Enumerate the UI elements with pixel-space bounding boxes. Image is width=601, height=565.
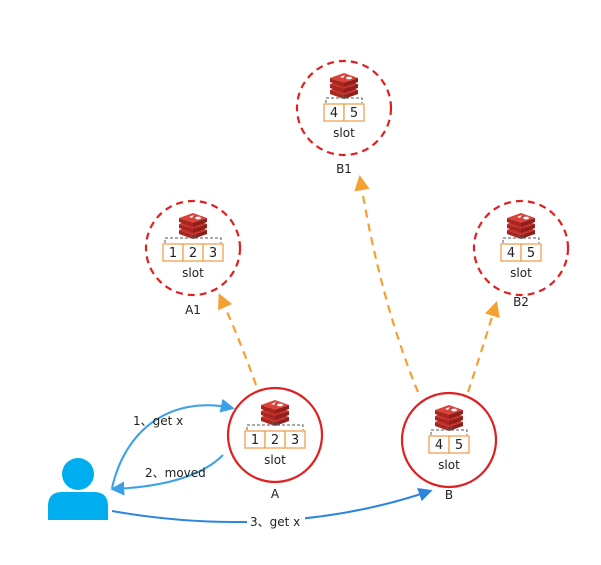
redis-icon: [261, 400, 289, 426]
migrate-arrow-b-to-b2: [466, 301, 500, 393]
user-icon: [48, 458, 108, 520]
slot-cell: [202, 243, 224, 262]
slot-bracket-tick: [445, 426, 453, 431]
slot-value: 1: [251, 433, 259, 448]
slot-value: 5: [455, 438, 463, 453]
slot-value: 1: [169, 246, 177, 261]
slot-caption: slot: [264, 453, 286, 467]
slot-caption: slot: [438, 458, 460, 472]
slot-cell: [284, 430, 306, 449]
slot-bracket-tick: [271, 421, 279, 426]
slot-caption: slot: [333, 126, 355, 140]
step2-label: 2、moved: [145, 466, 206, 480]
node-label-b: B: [445, 488, 453, 502]
step3-label: 3、get x: [250, 515, 300, 529]
slot-cell: [448, 435, 470, 454]
node-label-a: A: [271, 487, 280, 501]
step3-label-bg: [247, 514, 305, 530]
migrate-arrow-b-to-b1: [354, 174, 420, 393]
request-arrow-get-x-to-a: [111, 398, 235, 489]
slot-value: 5: [350, 106, 358, 121]
slot-bracket-tick: [517, 234, 525, 239]
node-label-a1: A1: [185, 303, 201, 317]
node-label-b1: B1: [336, 162, 352, 176]
redis-icon: [435, 405, 463, 431]
slot-bracket-tick: [340, 94, 348, 99]
node-label-b2: B2: [513, 295, 529, 309]
migrate-arrow-a-to-a1: [218, 293, 258, 386]
redis-icon: [507, 213, 535, 239]
slot-cell: [520, 243, 542, 262]
response-arrow-moved-to-client: [110, 454, 224, 496]
slot-value: 4: [435, 438, 443, 453]
slot-caption: slot: [510, 266, 532, 280]
slot-caption: slot: [182, 266, 204, 280]
step1-label: 1、get x: [133, 414, 183, 428]
slot-value: 3: [209, 246, 217, 261]
redis-icon: [330, 73, 358, 99]
slot-cell: [343, 103, 365, 122]
slot-bracket-tick: [189, 234, 197, 239]
slot-value: 2: [189, 246, 197, 261]
slot-value: 2: [271, 433, 279, 448]
slot-value: 4: [330, 106, 338, 121]
slot-value: 4: [507, 246, 515, 261]
redis-icon: [179, 213, 207, 239]
slot-value: 5: [527, 246, 535, 261]
slot-value: 3: [291, 433, 299, 448]
